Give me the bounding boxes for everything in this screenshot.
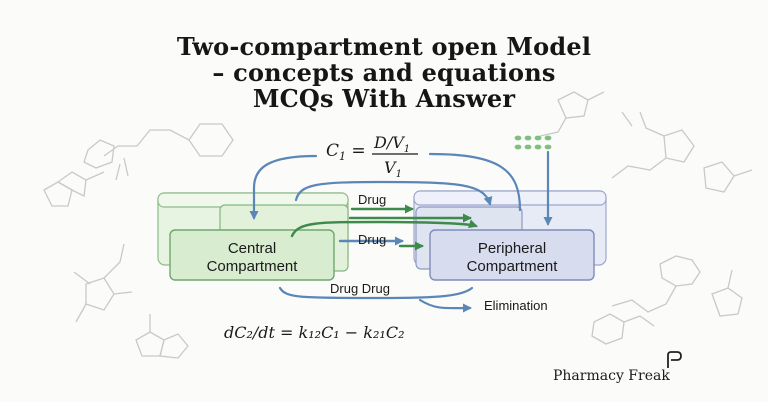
drug-arrow-green-3 <box>290 219 478 238</box>
elimination-arrow <box>418 298 472 313</box>
svg-text:V1: V1 <box>384 158 402 180</box>
transfer-arrows <box>249 150 553 313</box>
title-line-1: Two-compartment open Model <box>176 32 592 61</box>
molecule-icon <box>83 123 234 181</box>
peripheral-compartment-label-line1: Peripheral <box>478 240 546 257</box>
drug-label-middle: Drug <box>358 232 386 247</box>
page-title: Two-compartment open Model – concepts an… <box>0 34 768 112</box>
svg-text:C1 =: C1 = <box>326 141 366 163</box>
central-compartment-stack <box>157 192 349 281</box>
molecule-icon <box>611 111 695 179</box>
central-compartment-label-line1: Central <box>228 240 276 257</box>
molecule-icon <box>703 161 753 193</box>
pharmacy-freak-logo-icon <box>667 351 682 368</box>
molecule-icon <box>611 255 701 313</box>
title-line-3: MCQs With Answer <box>252 84 516 113</box>
peripheral-compartment-label-line2: Compartment <box>467 258 559 275</box>
peripheral-compartment-box <box>429 229 595 281</box>
title-line-2: – concepts and equations <box>212 58 556 87</box>
top-transfer-arrow <box>294 180 493 206</box>
molecule-icon <box>73 243 133 323</box>
molecule-icon <box>43 171 105 207</box>
return-arrow-bottom <box>278 286 474 300</box>
central-compartment-label-line2: Compartment <box>207 258 299 275</box>
drug-label-bottom: Drug Drug <box>330 281 390 296</box>
equation-bottom: dC₂/dt = k₁₂C₁ − k₂₁C₂ <box>224 323 404 342</box>
molecule-icon <box>591 313 655 345</box>
drug-flow-arrows <box>290 204 478 251</box>
dose-arrow-right <box>428 152 522 212</box>
svg-text:D/V1: D/V1 <box>373 133 410 155</box>
molecule-icon <box>539 91 633 137</box>
molecule-icon <box>711 269 743 317</box>
equation-top: C1 = D/V1 V1 <box>326 133 418 180</box>
drug-label-top: Drug <box>358 192 386 207</box>
elimination-label: Elimination <box>484 298 548 313</box>
central-compartment-box <box>169 229 335 281</box>
brand-name: Pharmacy Freak <box>553 368 670 384</box>
dose-dots-icon <box>514 135 552 150</box>
dose-arrow-left <box>249 154 318 220</box>
molecule-decorations <box>43 91 753 359</box>
molecule-icon <box>135 314 189 359</box>
